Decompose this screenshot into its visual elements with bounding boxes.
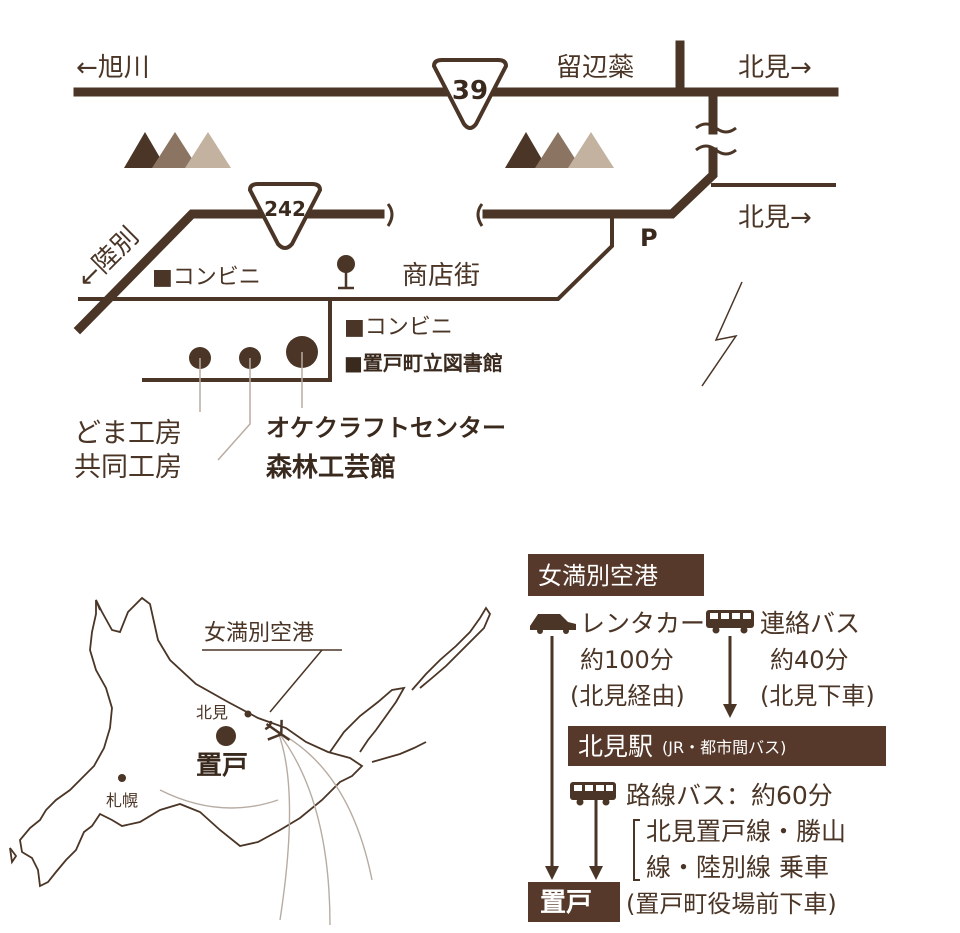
kitami-map-label: 北見 (196, 703, 228, 722)
conbini-1-label: ■コンビニ (152, 265, 261, 290)
asahikawa-label: ←旭川 (76, 53, 150, 83)
kitami-dot (244, 710, 252, 718)
lines-bracket (633, 819, 640, 881)
library-label: ■置戸町立図書館 (344, 351, 503, 375)
road-break-mark (695, 122, 737, 156)
oketo-map-label: 置戸 (196, 751, 248, 781)
oke-center-label: オケクラフトセンター (266, 414, 506, 442)
road-gap-right (476, 203, 484, 227)
rubeshibe-label: 留辺蘂 (556, 53, 634, 83)
mountain-icon (124, 132, 231, 168)
shotengai-pin-icon (337, 255, 355, 290)
route-39-shield: 39 (431, 58, 509, 130)
kitami-top-label: 北見→ (738, 53, 812, 83)
airport-leader-line (269, 649, 323, 713)
svg-text:北見駅: 北見駅 (578, 732, 653, 761)
dest-sub-label: (置戸町役場前下車) (626, 890, 837, 918)
oketo-dot (216, 726, 236, 746)
lines-text-1: 北見置戸線・勝山 (646, 817, 846, 846)
kitami-branch-road-lower (482, 147, 718, 219)
rentacar-via: (北見経由) (570, 682, 685, 710)
route-242-label: 242 (264, 197, 306, 221)
travel-curves (159, 731, 373, 926)
conbini-2-label: ■コンビニ (344, 315, 453, 340)
airport-map-label: 女満別空港 (204, 621, 314, 646)
bus-icon (706, 610, 754, 634)
shinrin-label: 森林工芸館 (266, 452, 396, 483)
parking-label: P (640, 224, 658, 252)
doma-label: どま工房 (74, 418, 182, 449)
oketo-box: 置戸 (528, 882, 620, 922)
bus-stop: (北見下車) (760, 682, 875, 710)
rikubetsu-label: ←陸別 (72, 222, 145, 295)
airport-box: 女満別空港 (528, 554, 704, 596)
airplane-icon (264, 719, 291, 742)
kyodo-label: 共同工房 (74, 452, 182, 483)
rentacar-time: 約100分 (580, 646, 674, 674)
route-39-label: 39 (452, 76, 488, 106)
shotengai-label: 商店街 (402, 261, 480, 291)
town-roads (78, 214, 614, 382)
rentacar-label: レンタカー (580, 609, 705, 638)
car-icon (530, 614, 576, 634)
kitami-mid-label: 北見→ (738, 203, 812, 233)
north-arrow-icon (701, 281, 743, 387)
bus-icon (570, 782, 616, 806)
bus-time: 約40分 (770, 646, 849, 674)
route-242-road (73, 209, 385, 335)
route-242-shield: 242 (247, 182, 323, 250)
road-gap-left (386, 203, 394, 227)
route-bus-label: 路線バス：約60分 (626, 781, 833, 810)
sapporo-map-label: 札幌 (106, 791, 138, 810)
mountain-icon (505, 132, 614, 168)
svg-text:(JR・都市間バス): (JR・都市間バス) (662, 738, 786, 757)
svg-text:女満別空港: 女満別空港 (538, 562, 658, 590)
facility-markers (189, 336, 318, 461)
lines-text-2: 線・陸別線 乗車 (646, 853, 829, 882)
bus-label: 連絡バス (760, 609, 860, 638)
hokkaido-outline (9, 596, 492, 888)
svg-text:置戸: 置戸 (540, 888, 592, 918)
kitami-station-box: 北見駅 (JR・都市間バス) (568, 726, 886, 766)
route-arrows (545, 636, 737, 880)
sapporo-dot (118, 774, 126, 782)
